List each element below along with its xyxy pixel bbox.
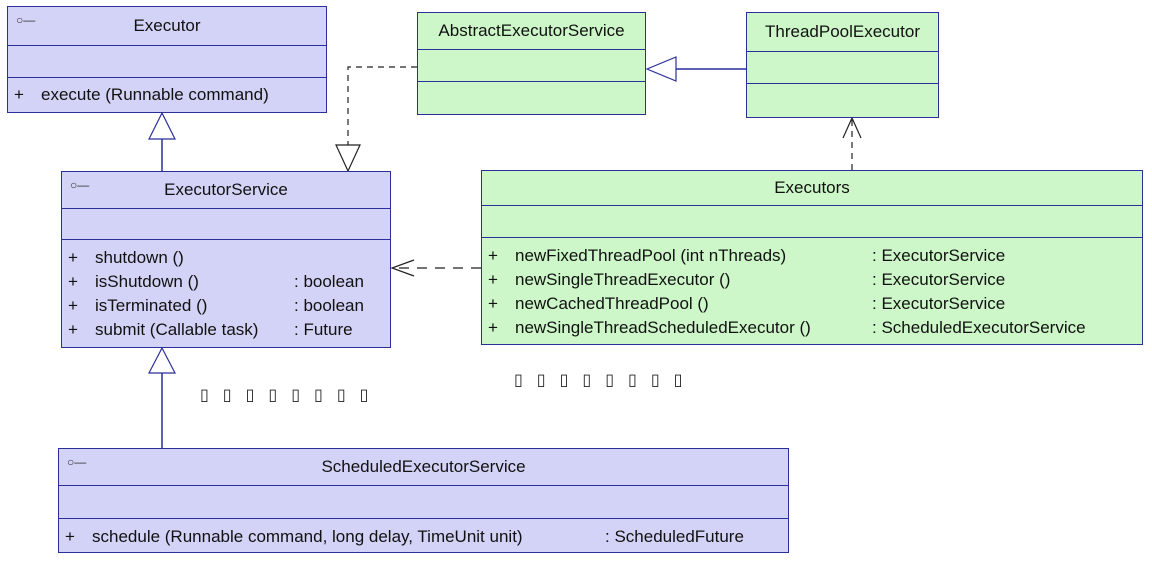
operation-row: + schedule (Runnable command, long delay… bbox=[65, 527, 744, 546]
garbled-note-left: ▯▯▯▯▯▯▯▯ bbox=[200, 387, 383, 404]
class-scheduled-executor-service[interactable]: ○— ScheduledExecutorService + schedule (… bbox=[58, 448, 789, 553]
operation-row: + execute (Runnable command) bbox=[14, 85, 269, 104]
class-name: Executor bbox=[8, 7, 326, 46]
generalization-arrowhead-abstract bbox=[645, 56, 677, 82]
generalization-arrowhead-executor bbox=[148, 111, 176, 140]
attributes-section bbox=[418, 49, 645, 82]
class-abstract-executor-service[interactable]: AbstractExecutorService bbox=[417, 12, 646, 115]
dependency-arrowhead-executorservice bbox=[390, 259, 415, 277]
operation-row: + newSingleThreadExecutor () : ExecutorS… bbox=[488, 270, 1006, 289]
attributes-section bbox=[59, 485, 788, 519]
realization-arrowhead-executorservice bbox=[335, 144, 361, 173]
operation-row: + newCachedThreadPool () : ExecutorServi… bbox=[488, 294, 1006, 313]
operations-section bbox=[747, 83, 938, 117]
realization-abstract-executorservice bbox=[347, 66, 417, 145]
interface-icon: ○— bbox=[67, 455, 87, 469]
operation-row: + submit (Callable task) : Future bbox=[68, 320, 353, 339]
attributes-section bbox=[747, 51, 938, 84]
attributes-section bbox=[482, 205, 1142, 238]
operation-row: + isTerminated () : boolean bbox=[68, 296, 364, 315]
class-executors[interactable]: Executors + newFixedThreadPool (int nThr… bbox=[481, 170, 1143, 345]
class-name: ScheduledExecutorService bbox=[59, 449, 788, 486]
attributes-section bbox=[62, 208, 390, 240]
interface-icon: ○— bbox=[16, 13, 36, 27]
operations-section bbox=[418, 81, 645, 114]
attributes-section bbox=[8, 45, 326, 78]
class-name: Executors bbox=[482, 171, 1142, 206]
class-executor[interactable]: ○— Executor + execute (Runnable command) bbox=[7, 6, 327, 113]
operation-row: + isShutdown () : boolean bbox=[68, 272, 364, 291]
operation-row: + newFixedThreadPool (int nThreads) : Ex… bbox=[488, 246, 1006, 265]
dependency-arrowhead-threadpool bbox=[842, 116, 862, 139]
class-thread-pool-executor[interactable]: ThreadPoolExecutor bbox=[746, 12, 939, 118]
class-name: ThreadPoolExecutor bbox=[747, 13, 938, 52]
class-name: ExecutorService bbox=[62, 172, 390, 209]
class-executor-service[interactable]: ○— ExecutorService + shutdown () + isShu… bbox=[61, 171, 391, 348]
generalization-arrowhead-executorservice bbox=[148, 346, 176, 374]
garbled-note-right: ▯▯▯▯▯▯▯▯ bbox=[514, 372, 697, 389]
operation-row: + newSingleThreadScheduledExecutor () : … bbox=[488, 318, 1086, 337]
class-name: AbstractExecutorService bbox=[418, 13, 645, 50]
interface-icon: ○— bbox=[70, 178, 90, 192]
operation-row: + shutdown () bbox=[68, 248, 184, 267]
